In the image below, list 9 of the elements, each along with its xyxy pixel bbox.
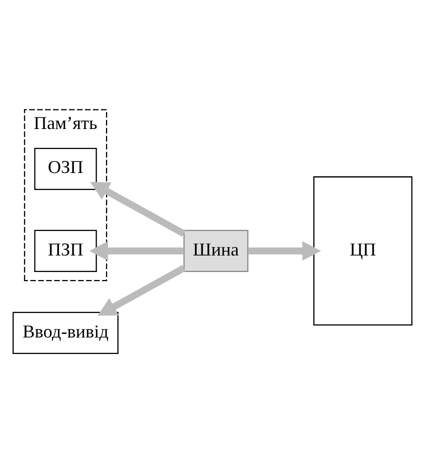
node-box: Шина — [183, 230, 248, 272]
arrow — [98, 265, 186, 316]
arrow — [89, 241, 184, 261]
arrow — [248, 241, 322, 261]
node-box: ЦП — [313, 176, 412, 326]
node-box: ОЗП — [34, 148, 97, 190]
arrow — [90, 182, 186, 237]
node-box: ПЗП — [34, 230, 97, 272]
node-box: Ввод-вивід — [12, 312, 119, 354]
